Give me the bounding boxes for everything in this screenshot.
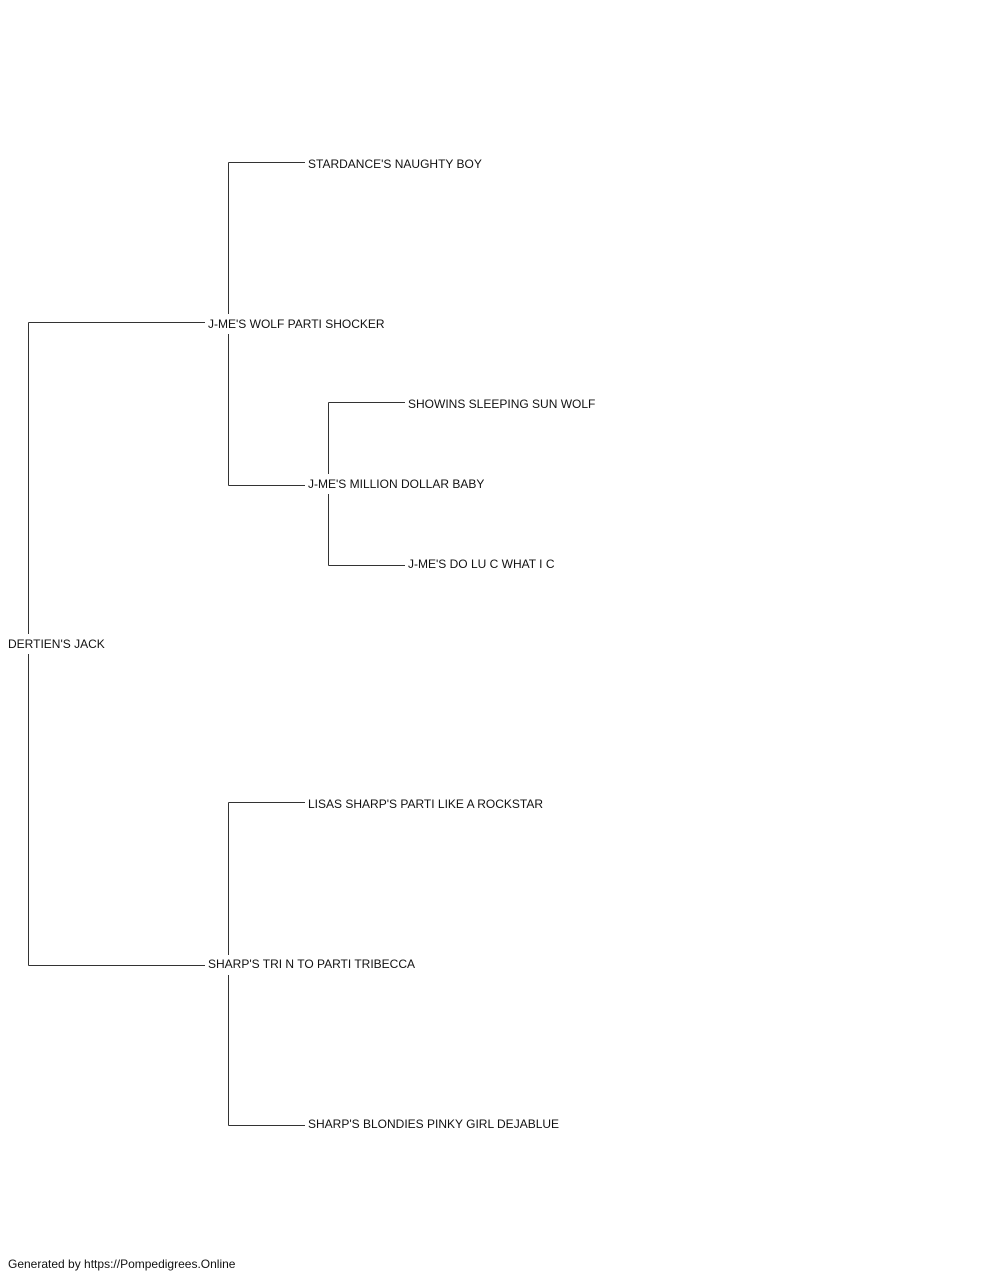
generated-by-footer: Generated by https://Pompedigrees.Online bbox=[8, 1257, 236, 1271]
dam-name: SHARP'S TRI N TO PARTI TRIBECCA bbox=[208, 957, 416, 971]
sire-dam-dam-name: J-ME'S DO LU C WHAT I C bbox=[408, 557, 555, 571]
dam-sire-name: LISAS SHARP'S PARTI LIKE A ROCKSTAR bbox=[308, 797, 544, 811]
sire-sire-name: STARDANCE'S NAUGHTY BOY bbox=[308, 157, 482, 171]
sire-dam-name: J-ME'S MILLION DOLLAR BABY bbox=[308, 477, 485, 491]
sire-name: J-ME'S WOLF PARTI SHOCKER bbox=[208, 317, 385, 331]
sire-dam-sire-name: SHOWINS SLEEPING SUN WOLF bbox=[408, 397, 596, 411]
subject-name: DERTIEN'S JACK bbox=[8, 637, 105, 651]
dam-dam-name: SHARP'S BLONDIES PINKY GIRL DEJABLUE bbox=[308, 1117, 560, 1131]
